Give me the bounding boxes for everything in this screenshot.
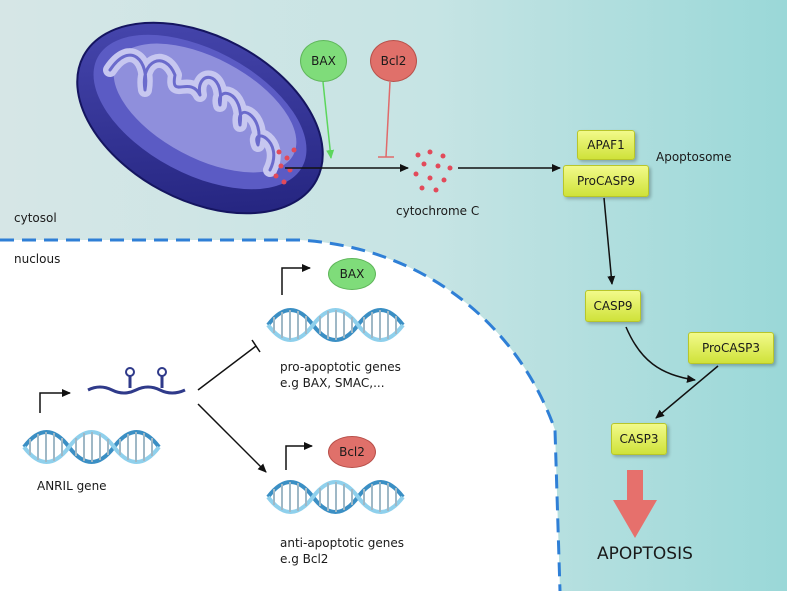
casp3-box: CASP3 bbox=[611, 423, 667, 455]
casp9-to-casp3-arrow bbox=[625, 326, 696, 383]
apoptosome-label: Apoptosome bbox=[656, 150, 732, 164]
nucleus-background bbox=[0, 240, 560, 591]
pro-apoptotic-label-2: e.g BAX, SMAC,... bbox=[280, 376, 385, 390]
procasp9-box: ProCASP9 bbox=[563, 165, 649, 197]
cytochrome-dots-icon bbox=[413, 149, 453, 193]
anti-apoptotic-label-2: e.g Bcl2 bbox=[280, 552, 329, 566]
cytosol-label: cytosol bbox=[14, 211, 57, 225]
cytochrome-label: cytochrome C bbox=[396, 204, 480, 218]
bax-gene-oval: BAX bbox=[328, 258, 376, 290]
bax-activation-arrow bbox=[322, 81, 335, 159]
bcl2-gene-oval: Bcl2 bbox=[328, 436, 376, 468]
pro-promoter-arrow bbox=[281, 264, 311, 295]
anril-inhibition-line bbox=[197, 345, 257, 391]
casp9-box: CASP9 bbox=[585, 290, 641, 322]
anti-apoptotic-label-1: anti-apoptotic genes bbox=[280, 536, 404, 550]
apoptosis-label: APOPTOSIS bbox=[597, 544, 693, 564]
nuclear-membrane bbox=[0, 238, 562, 591]
anril-activation-arrow bbox=[197, 403, 267, 473]
anril-rna-icon bbox=[87, 367, 186, 395]
procasp3-box: ProCASP3 bbox=[688, 332, 774, 364]
bcl2-inhibition-line bbox=[385, 81, 391, 158]
apaf1-box: APAF1 bbox=[577, 130, 635, 160]
anril-gene-label: ANRIL gene bbox=[37, 479, 107, 493]
anril-promoter-arrow bbox=[39, 389, 71, 413]
mitochondrion-icon bbox=[76, 21, 324, 215]
anril-inhibition-bar bbox=[251, 339, 261, 353]
pro-apoptotic-label-1: pro-apoptotic genes bbox=[280, 360, 401, 374]
anti-promoter-arrow bbox=[285, 442, 313, 470]
bax-oval: BAX bbox=[300, 40, 347, 82]
apoptosome-to-casp9-arrow bbox=[603, 197, 616, 285]
nucleus-label: nuclous bbox=[14, 252, 61, 266]
procasp3-to-casp3-arrow bbox=[655, 365, 719, 419]
apoptosis-big-arrow bbox=[613, 470, 657, 538]
bcl2-oval: Bcl2 bbox=[370, 40, 417, 82]
